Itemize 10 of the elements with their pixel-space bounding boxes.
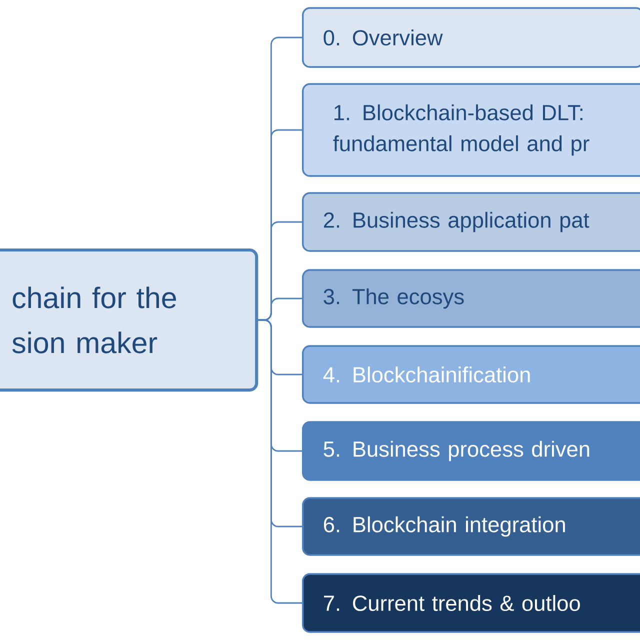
section-box: 0. Overview [302, 7, 640, 68]
section-box: 4. Blockchainification [302, 345, 640, 404]
section-box: 3. The ecosys [302, 269, 640, 328]
connector-line [258, 319, 302, 604]
section-box: 5. Business process driven [302, 421, 640, 481]
section-box: 6. Blockchain integration [302, 497, 640, 556]
topic-box: chain for the sion maker [0, 248, 258, 392]
section-box: 7. Current trends & outloo [302, 573, 640, 633]
section-box: 2. Business application pat [302, 192, 640, 252]
section-box: 1. Blockchain-based DLT: fundamental model and pr [302, 83, 640, 177]
